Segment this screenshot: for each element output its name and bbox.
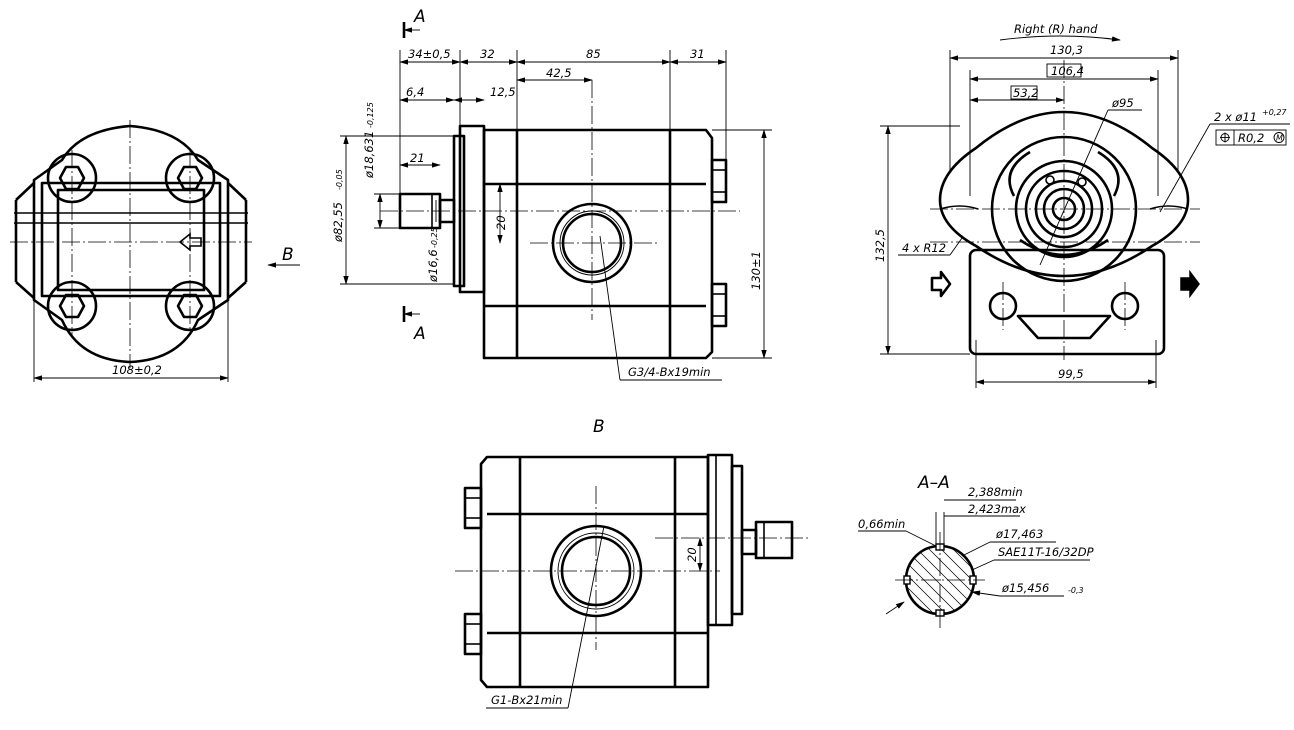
dim-106-4: 106,4 xyxy=(1051,64,1084,78)
section-view: A–A 2,388min xyxy=(858,473,1094,628)
holes-tol: +0,27 xyxy=(1262,108,1287,117)
front-port-label: G3/4-Bx19min xyxy=(628,365,711,379)
svg-text:M: M xyxy=(1276,134,1283,143)
depth-min: 0,66min xyxy=(858,517,905,531)
section-title: A–A xyxy=(917,473,950,493)
dim-31: 31 xyxy=(690,47,705,61)
dim-85: 85 xyxy=(586,47,601,61)
dim-32: 32 xyxy=(480,47,495,61)
height-dim: 132,5 xyxy=(873,229,887,262)
view-b-arrow-label: B xyxy=(282,245,294,265)
holes-dim: 2 x ø11 xyxy=(1214,110,1257,124)
dim-99-5: 99,5 xyxy=(1058,367,1084,381)
section-a-bottom-label: A xyxy=(413,324,426,344)
dia-82-55: ø82,55 xyxy=(331,202,345,243)
radius-dim: 4 x R12 xyxy=(902,241,946,255)
dim-130: 130±1 xyxy=(749,251,763,290)
view-b-title: B xyxy=(593,417,605,437)
dia-17-463: ø17,463 xyxy=(995,527,1043,541)
right-view: Right (R) hand 130,3 xyxy=(873,22,1290,388)
bottom-port-label: G1-Bx21min xyxy=(491,693,562,707)
dim-130-3: 130,3 xyxy=(1050,43,1083,57)
dia-82-55-tol: -0,05 xyxy=(335,169,344,190)
dia-18-631-tol: -0,125 xyxy=(366,102,375,128)
dim-20-bottom: 20 xyxy=(685,547,699,562)
section-a-top-label: A xyxy=(413,7,426,27)
dim-20-front: 20 xyxy=(494,215,508,230)
left-width-dim: 108±0,2 xyxy=(112,363,162,377)
left-view: 108±0,2 B xyxy=(10,120,300,382)
key-max: 2,423max xyxy=(968,502,1026,516)
dim-42-5: 42,5 xyxy=(546,66,572,80)
dim-6-4: 6,4 xyxy=(406,85,424,99)
dim-12-5: 12,5 xyxy=(490,85,516,99)
dia-95: ø95 xyxy=(1111,96,1134,110)
key-min: 2,388min xyxy=(968,485,1023,499)
dia-16-6-tol: -0,25 xyxy=(430,227,439,248)
spline-spec: SAE11T-16/32DP xyxy=(998,545,1094,559)
dia-15-456: ø15,456 xyxy=(1001,581,1049,595)
dim-21: 21 xyxy=(410,151,425,165)
dim-53-2: 53,2 xyxy=(1013,86,1039,100)
dia-18-631: ø18,631 xyxy=(362,131,376,179)
rotation-label: Right (R) hand xyxy=(1014,22,1098,36)
front-view: A A xyxy=(331,7,772,381)
dim-34: 34±0,5 xyxy=(408,47,451,61)
dia-16-6: ø16,6 xyxy=(426,249,440,283)
dia-15-456-tol: -0,3 xyxy=(1068,586,1084,595)
position-tol: R0,2 xyxy=(1238,131,1264,145)
bottom-view: B 20 G1-Bx21min xyxy=(455,417,810,709)
